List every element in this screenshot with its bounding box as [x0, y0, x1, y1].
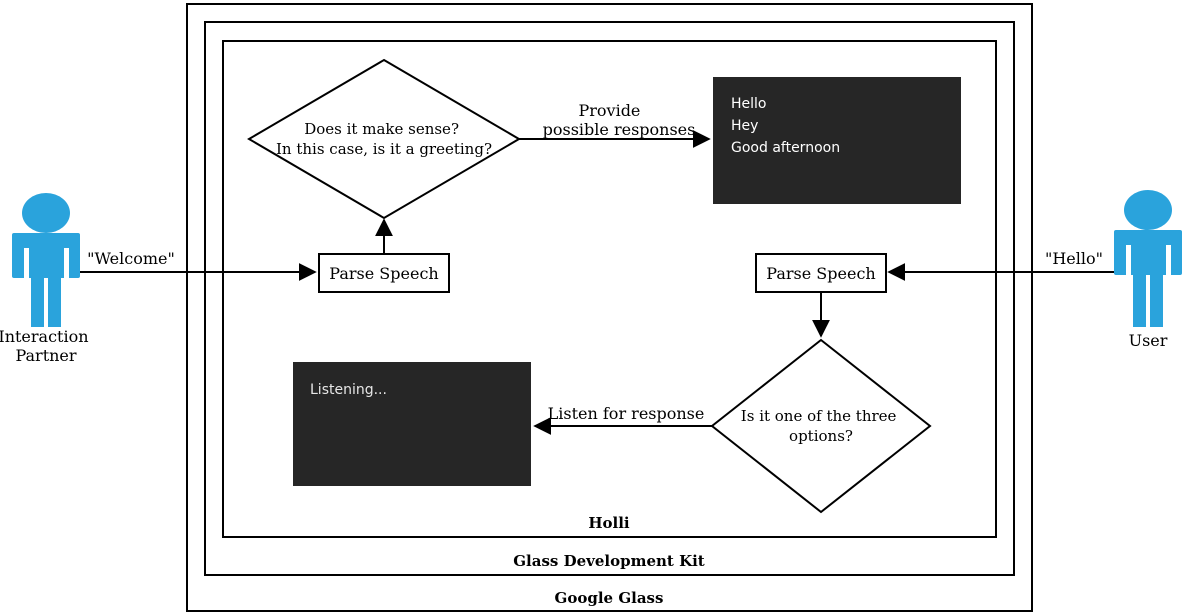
- responses-screen-list: Hello Hey Good afternoon: [731, 96, 840, 156]
- holli-label: Holli: [588, 514, 630, 532]
- holli-frame: [222, 40, 997, 538]
- response-item-good-afternoon: Good afternoon: [731, 140, 840, 156]
- interaction-partner-actor: [12, 193, 80, 327]
- google-glass-label: Google Glass: [555, 589, 664, 607]
- parse-speech-left-label: Parse Speech: [329, 264, 438, 283]
- decision-options-label: Is it one of the three options?: [741, 407, 901, 445]
- glass-development-kit-frame: [204, 21, 1015, 576]
- provide-responses-label: Provide possible responses: [543, 101, 696, 139]
- welcome-speech-label: "Welcome": [87, 249, 175, 268]
- hello-speech-label: "Hello": [1045, 249, 1103, 268]
- decision-options-diamond: [710, 338, 932, 514]
- user-leg-right: [1150, 272, 1163, 327]
- listening-screen-text: Listening...: [310, 382, 387, 398]
- interaction-partner-head: [22, 193, 70, 233]
- interaction-partner-label: Interaction Partner: [0, 327, 94, 365]
- user-leg-left: [1133, 272, 1146, 327]
- interaction-partner-leg-left: [31, 275, 44, 327]
- user-head: [1124, 190, 1172, 230]
- listening-screen: [293, 362, 531, 486]
- google-glass-frame: [186, 3, 1033, 612]
- parse-speech-right-box: [755, 253, 887, 293]
- parse-speech-right-label: Parse Speech: [766, 264, 875, 283]
- glass-development-kit-label: Glass Development Kit: [513, 552, 705, 570]
- response-item-hey: Hey: [731, 118, 758, 134]
- response-item-hello: Hello: [731, 96, 767, 112]
- responses-screen: [713, 77, 961, 204]
- user-actor: [1114, 190, 1182, 327]
- user-label: User: [1129, 331, 1168, 350]
- interaction-partner-body: [12, 233, 80, 278]
- listen-response-label: Listen for response: [548, 404, 705, 423]
- decision-greeting-diamond: [247, 58, 521, 220]
- interaction-partner-leg-right: [48, 275, 61, 327]
- user-body: [1114, 230, 1182, 275]
- decision-greeting-label: Does it make sense? In this case, is it …: [276, 120, 492, 158]
